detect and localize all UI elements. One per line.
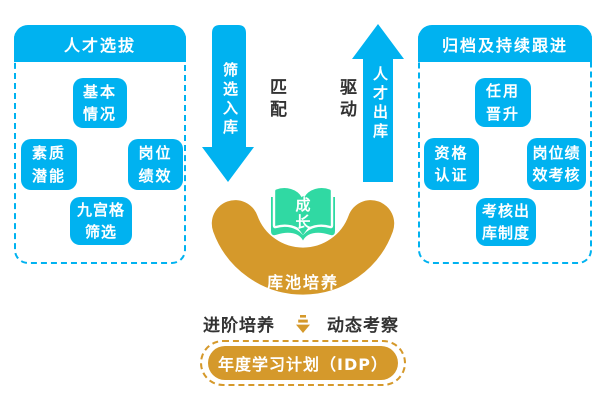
down-arrow-icon bbox=[202, 25, 254, 182]
item-exit-assessment-rule: 考核出 库制度 bbox=[476, 198, 536, 246]
match-label: 匹配 bbox=[266, 78, 286, 122]
item-qualification-cert: 资格 认证 bbox=[424, 138, 479, 190]
item-quality-potential: 素质 潜能 bbox=[21, 139, 77, 190]
talent-selection-title: 人才选拔 bbox=[14, 25, 186, 62]
annual-learning-plan-pill: 年度学习计划（IDP） bbox=[208, 346, 398, 380]
item-appointment-promotion: 任用 晋升 bbox=[475, 78, 531, 127]
transfer-down-arrow-icon bbox=[296, 315, 310, 333]
archive-followup-title: 归档及持续跟进 bbox=[418, 25, 592, 62]
advanced-training-label: 进阶培养 bbox=[203, 316, 275, 336]
dynamic-review-label: 动态考察 bbox=[327, 316, 399, 336]
annual-plan-outline: 年度学习计划（IDP） bbox=[200, 340, 406, 386]
growth-book-icon bbox=[271, 185, 335, 241]
pool-ring-icon bbox=[211, 200, 395, 295]
down-arrow-label: 筛选入库 bbox=[221, 62, 239, 138]
item-basic-info: 基本 情况 bbox=[73, 78, 127, 128]
up-arrow-label: 人才出库 bbox=[371, 66, 389, 142]
pool-training-label: 库池培养 bbox=[266, 273, 339, 292]
item-post-performance-review: 岗位绩 效考核 bbox=[527, 138, 586, 190]
item-nine-grid-screening: 九宫格 筛选 bbox=[70, 197, 132, 245]
growth-label: 成 长 bbox=[295, 196, 311, 231]
item-job-performance: 岗位 绩效 bbox=[128, 139, 183, 190]
up-arrow-icon bbox=[352, 24, 404, 182]
drive-label: 驱动 bbox=[336, 78, 356, 122]
